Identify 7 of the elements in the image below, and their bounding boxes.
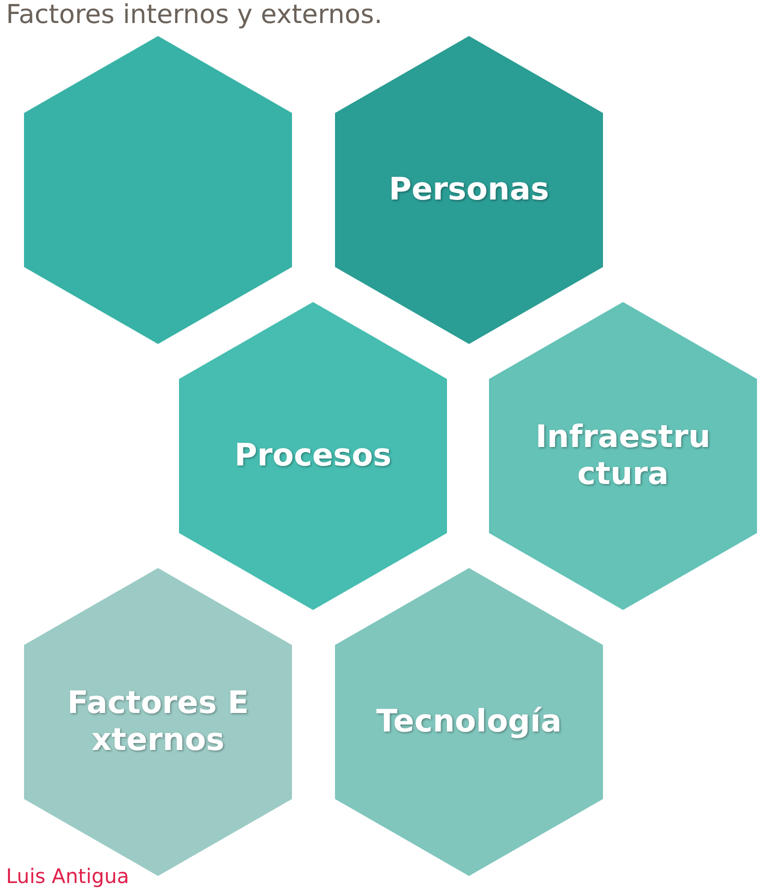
author-name: Luis Antigua [6, 864, 130, 888]
hexagon-label: Factores Externos [66, 684, 250, 760]
heading-text: Factores internos y externos. [6, 0, 382, 30]
hexagon-label: Infraestructura [534, 418, 712, 494]
hexagon-label: Procesos [234, 437, 392, 475]
hexagon-label: Tecnología [375, 703, 563, 741]
hexagon-label: Personas [388, 171, 550, 209]
